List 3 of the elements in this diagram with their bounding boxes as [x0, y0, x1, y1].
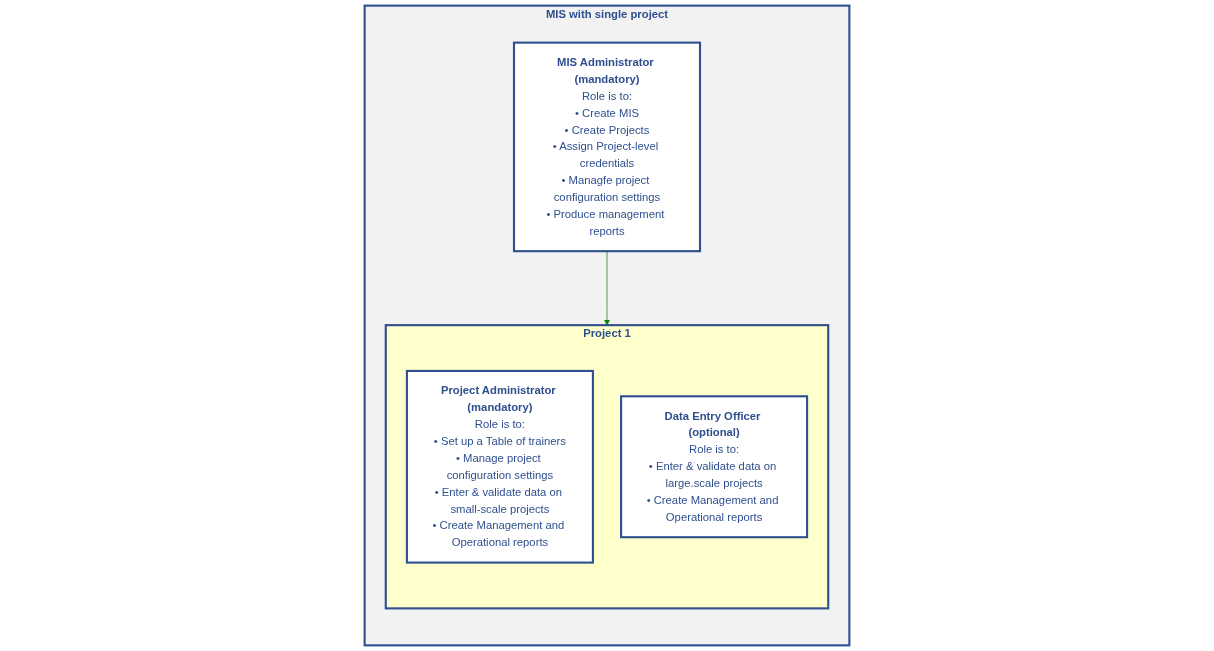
- node-box: Project Administrator (mandatory) Role is to: • Set up a Table of trainers • Manage project configuration settings • Enter & validate data on small-scale projects • Create Management and Operational reports: [405, 369, 594, 564]
- node-box: MIS Administrator (mandatory) Role is to: • Create MIS • Create Projects • Assign Project-level credentials • Managfe project configuration settings • Produce management reports: [512, 41, 702, 253]
- node-box: Data Entry Officer (optional) Role is to: • Enter & validate data on large.scale projects • Create Management and Operational reports: [620, 395, 809, 539]
